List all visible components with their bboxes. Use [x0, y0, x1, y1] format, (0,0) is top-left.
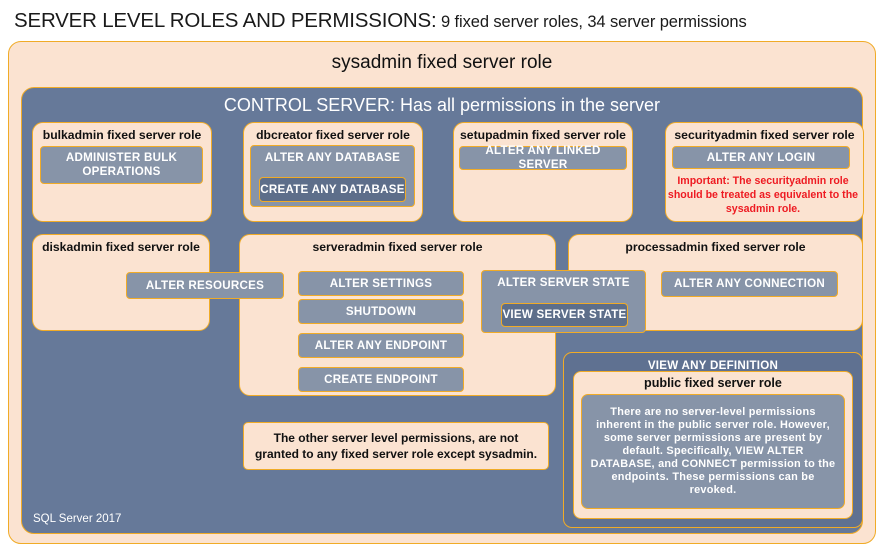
footer-version-label: SQL Server 2017	[33, 513, 122, 525]
permission-alter-any-endpoint[interactable]: ALTER ANY ENDPOINT	[298, 333, 464, 358]
permission-view-server-state[interactable]: VIEW SERVER STATE	[501, 303, 628, 327]
permission-administer-bulk-operations[interactable]: ADMINISTER BULK OPERATIONS	[40, 146, 203, 184]
page-title-sub: 9 fixed server roles, 34 server permissi…	[436, 13, 747, 31]
page-title: SERVER LEVEL ROLES AND PERMISSIONS: 9 fi…	[14, 9, 874, 35]
permission-view-any-definition-label: VIEW ANY DEFINITION	[647, 359, 779, 372]
role-title-processadmin: processadmin fixed server role	[625, 240, 806, 254]
page-title-main: SERVER LEVEL ROLES AND PERMISSIONS:	[14, 9, 437, 32]
permission-alter-any-linked-server[interactable]: ALTER ANY LINKED SERVER	[459, 144, 627, 171]
public-role-note: There are no server-level permissions in…	[581, 394, 845, 509]
permission-create-endpoint[interactable]: CREATE ENDPOINT	[298, 367, 464, 392]
control-server-label: CONTROL SERVER: Has all permissions in t…	[223, 95, 661, 115]
sysadmin-role-label: sysadmin fixed server role	[331, 52, 553, 73]
role-title-setupadmin: setupadmin fixed server role	[460, 128, 626, 142]
role-card-setupadmin: setupadmin fixed server role	[453, 122, 633, 222]
permission-create-any-database[interactable]: CREATE ANY DATABASE	[259, 177, 406, 202]
permission-alter-resources[interactable]: ALTER RESOURCES	[126, 272, 284, 299]
role-title-diskadmin: diskadmin fixed server role	[42, 240, 200, 254]
role-card-diskadmin: diskadmin fixed server role	[32, 234, 210, 331]
role-title-public: public fixed server role	[644, 376, 782, 390]
permission-alter-any-connection[interactable]: ALTER ANY CONNECTION	[661, 271, 838, 297]
permission-shutdown[interactable]: SHUTDOWN	[298, 299, 464, 324]
permission-alter-settings[interactable]: ALTER SETTINGS	[298, 271, 464, 296]
role-title-dbcreator: dbcreator fixed server role	[256, 128, 410, 142]
securityadmin-warning-text: Important: The securityadmin role should…	[667, 175, 859, 216]
role-card-securityadmin: securityadmin fixed server role	[665, 122, 864, 222]
permission-alter-any-login[interactable]: ALTER ANY LOGIN	[672, 146, 850, 169]
other-permissions-note: The other server level permissions, are …	[243, 422, 549, 470]
role-title-serveradmin: serveradmin fixed server role	[312, 240, 483, 254]
role-title-bulkadmin: bulkadmin fixed server role	[42, 128, 202, 142]
role-title-securityadmin: securityadmin fixed server role	[674, 128, 855, 142]
